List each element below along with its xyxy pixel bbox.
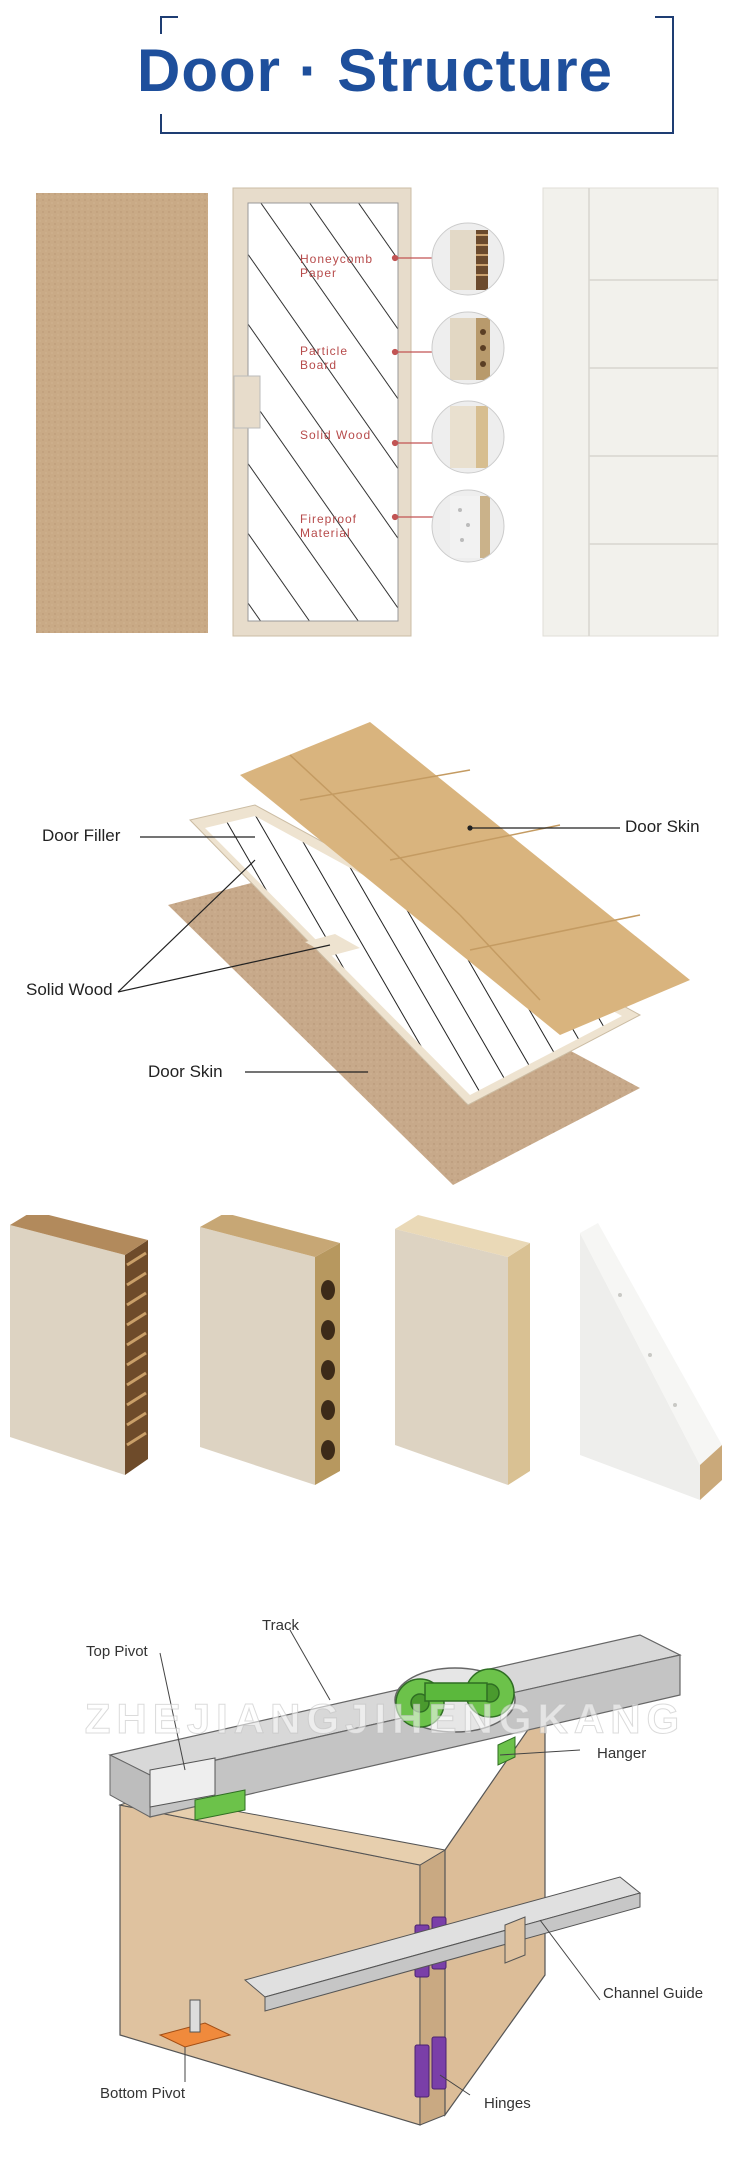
top-door-skin	[240, 722, 690, 1035]
title-frame-corner	[655, 16, 672, 18]
channel-guide-label: Channel Guide	[603, 1985, 704, 2002]
particle-board-core-sample	[200, 1215, 340, 1485]
solid-wood-sample-thumbnail	[431, 400, 505, 474]
mdf-skin-panel	[36, 193, 208, 633]
top-pivot-label: Top Pivot	[86, 1643, 148, 1660]
solid-wood-block	[305, 934, 360, 956]
finished-white-door	[542, 187, 719, 637]
particle-board-sample-thumbnail	[431, 311, 505, 385]
page-title: Door · Structure	[136, 37, 614, 104]
door-filler	[247, 202, 399, 622]
hanger-wheels	[394, 1667, 516, 1733]
door-core-samples	[10, 1215, 722, 1500]
honeycomb-sample-thumbnail	[431, 222, 505, 296]
door-structure-figure	[36, 187, 719, 637]
hanger-label: Hanger	[597, 1745, 647, 1762]
honeycomb-core-sample	[10, 1215, 148, 1475]
title-frame-corner	[160, 114, 162, 132]
solid-wood-exploded-label: Solid Wood	[26, 980, 113, 999]
solid-wood-core-sample	[395, 1215, 530, 1485]
fireproof-core-sample	[580, 1223, 722, 1500]
fireproof-sample-thumbnail	[431, 489, 505, 563]
door-skin-top-label: Door Skin	[625, 817, 700, 836]
track-label: Track	[262, 1617, 299, 1634]
watermark-text: ZHEJIANGJIHENGKANG	[84, 1695, 686, 1743]
top-pivot-bracket	[149, 1757, 246, 1821]
solid-wood-label: Solid Wood	[300, 428, 372, 442]
door-skin-bottom-label: Door Skin	[148, 1062, 223, 1081]
bottom-pivot	[158, 1999, 232, 2048]
folding-door-hardware-diagram	[108, 1629, 682, 2126]
hinges-label: Hinges	[484, 2095, 531, 2112]
exploded-door-figure	[117, 722, 690, 1185]
bottom-pivot-label: Bottom Pivot	[100, 2085, 186, 2102]
lock-block	[233, 375, 261, 429]
title-frame	[160, 16, 674, 134]
door-filler-label: Door Filler	[42, 826, 121, 845]
